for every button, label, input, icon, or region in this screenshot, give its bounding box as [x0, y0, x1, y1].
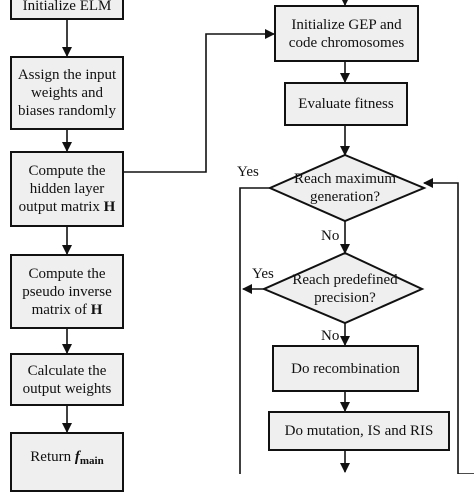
assign-weights-line1: Assign the input: [17, 67, 117, 83]
hidden-layer-line2: hidden layer: [29, 181, 105, 197]
main-subscript: main: [79, 455, 104, 467]
initialize-gep-line2: code chromosomes: [288, 34, 405, 51]
decision1-yes-label: Yes: [237, 164, 259, 180]
decision1-line2: generation?: [310, 189, 380, 205]
matrix-h-symbol: H: [103, 199, 116, 215]
assign-weights-line3: biases randomly: [18, 103, 116, 119]
connector-layer: [62, 0, 474, 474]
evaluate-fitness-box: Evaluate fitness: [284, 82, 408, 126]
decision1-shape: [267, 153, 427, 223]
assign-weights-box: Assign the input weights and biases rand…: [10, 56, 124, 130]
assign-weights-line2: weights and: [30, 85, 104, 101]
mutation-box: Do mutation, IS and RIS: [268, 411, 450, 451]
return-fmain-label: Return fmain: [30, 448, 103, 470]
f-symbol: f: [74, 449, 80, 465]
initialize-elm-label: Initialize ELM: [22, 0, 112, 14]
decision1-no-label: No: [321, 228, 340, 244]
pseudo-inverse-line3-text: matrix of: [31, 301, 87, 318]
pseudo-inverse-line2: pseudo inverse: [22, 283, 112, 300]
recombination-box: Do recombination: [272, 345, 419, 392]
arrow-elm-to-gep: [124, 29, 275, 173]
recombination-label: Do recombination: [291, 360, 400, 377]
mutation-label: Do mutation, IS and RIS: [284, 423, 434, 439]
pseudo-inverse-box: Compute the pseudo inverse matrix of H: [10, 254, 124, 329]
decision2-text: Reach predefined precision?: [280, 271, 410, 307]
hidden-layer-line3: output matrix H: [19, 198, 116, 216]
decision1-text: Reach maximum generation?: [285, 170, 405, 206]
decision2-shape: [261, 251, 425, 325]
initialize-gep-line1: Initialize GEP and: [291, 16, 402, 33]
hidden-layer-line1: Compute the: [28, 163, 106, 179]
return-fmain-box: Return fmain: [10, 432, 124, 492]
output-weights-line1: Calculate the: [27, 362, 107, 379]
hidden-layer-line3-text: output matrix: [18, 199, 100, 215]
pseudo-inverse-line3: matrix of H: [22, 301, 112, 319]
arrow-decision1-yes: [239, 187, 270, 474]
decision2-line1: Reach predefined: [292, 272, 398, 288]
initialize-gep-box: Initialize GEP and code chromosomes: [274, 5, 419, 62]
decision2-yes-label: Yes: [252, 266, 274, 282]
decision1-line1: Reach maximum: [293, 171, 397, 187]
decision2-line2: precision?: [314, 290, 376, 306]
hidden-layer-box: Compute the hidden layer output matrix H: [10, 151, 124, 227]
output-weights-box: Calculate the output weights: [10, 353, 124, 406]
pseudo-inverse-line1: Compute the: [28, 265, 106, 282]
return-prefix: Return: [30, 449, 72, 465]
output-weights-line2: output weights: [22, 380, 112, 397]
arrow-loop-back: [423, 178, 474, 474]
initialize-elm-box: Initialize ELM: [10, 0, 124, 20]
flowchart: Initialize ELM Assign the input weights …: [10, 0, 474, 492]
matrix-h-symbol-2: H: [90, 301, 103, 318]
evaluate-fitness-label: Evaluate fitness: [298, 96, 394, 112]
decision2-no-label: No: [321, 328, 340, 344]
